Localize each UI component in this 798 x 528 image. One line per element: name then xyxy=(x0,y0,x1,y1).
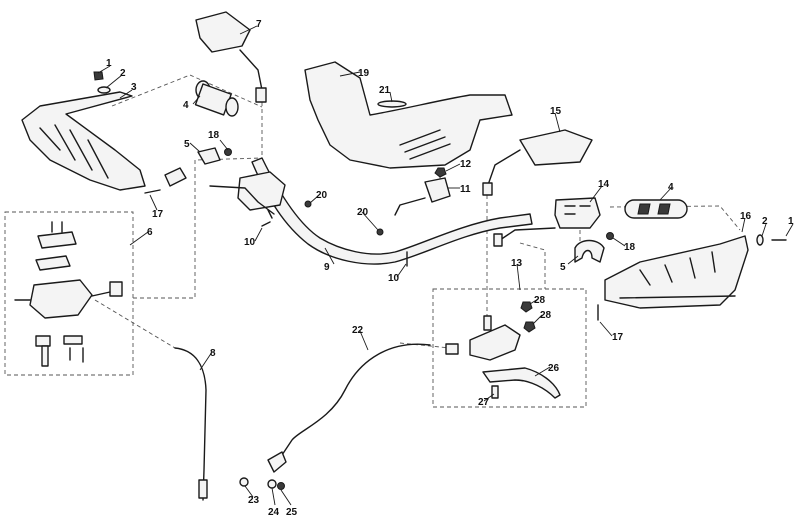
callout-23: 23 xyxy=(248,495,260,506)
callout-12: 12 xyxy=(460,159,472,170)
handlebar-tube xyxy=(251,157,533,265)
nut-18-left xyxy=(224,148,232,156)
right-lever-assembly xyxy=(445,301,561,399)
callout-2-left: 2 xyxy=(120,68,126,79)
screw-10-left xyxy=(261,221,271,227)
clamp-left xyxy=(197,147,221,165)
callout-18-right: 18 xyxy=(624,242,636,253)
washer-2-left xyxy=(97,86,111,94)
mirror-left-base xyxy=(255,87,267,103)
hand-guard-left xyxy=(21,91,146,191)
callout-17-right: 17 xyxy=(612,332,624,343)
grip-right xyxy=(624,199,688,219)
left-switch-housing xyxy=(237,171,286,211)
bracket-left-17 xyxy=(164,167,187,187)
leaders xyxy=(97,25,794,506)
callout-4-left: 4 xyxy=(183,100,189,111)
callout-4-right: 4 xyxy=(668,182,674,193)
screw-17-left xyxy=(144,189,161,194)
master-cylinder-left xyxy=(14,221,123,367)
nut-23 xyxy=(239,477,249,487)
dash-link-box6 xyxy=(133,157,263,299)
grip-left xyxy=(194,80,239,117)
callout-19: 19 xyxy=(358,68,370,79)
cable-8-end xyxy=(198,479,208,499)
mirror-right-stem xyxy=(487,149,521,186)
nut-25 xyxy=(277,482,285,490)
callout-17-left: 17 xyxy=(152,209,164,220)
nut-18-right xyxy=(606,232,614,240)
clip-20-left xyxy=(304,200,312,208)
handlebar-pad xyxy=(304,61,513,169)
callout-8: 8 xyxy=(210,348,216,359)
right-connector xyxy=(499,227,556,241)
handlebar-pad-vents xyxy=(399,129,451,160)
hand-guard-left-ribs xyxy=(39,124,109,179)
callout-20-left: 20 xyxy=(316,190,328,201)
callout-7: 7 xyxy=(256,19,262,30)
nut-12 xyxy=(434,167,447,178)
group-box-13 xyxy=(432,288,587,408)
mirror-right xyxy=(519,129,593,166)
callout-22: 22 xyxy=(352,325,364,336)
center-switch-wire xyxy=(394,197,426,216)
callout-1-right: 1 xyxy=(788,216,794,227)
washer-2-right xyxy=(756,234,764,246)
callout-1-left: 1 xyxy=(106,58,112,69)
dash-link-cable-22 xyxy=(399,342,451,349)
callout-25: 25 xyxy=(286,507,298,518)
right-switch-housing xyxy=(554,197,601,229)
callout-9: 9 xyxy=(324,262,330,273)
callout-3: 3 xyxy=(131,82,137,93)
washer-24 xyxy=(267,479,277,489)
callout-labels: 1 2 3 4 5 6 7 8 9 10 10 11 12 13 14 15 1… xyxy=(106,19,794,518)
mirror-left xyxy=(195,11,251,53)
cable-22 xyxy=(279,343,431,459)
callout-28-bottom: 28 xyxy=(540,310,552,321)
callout-2-right: 2 xyxy=(762,216,768,227)
callout-5-right: 5 xyxy=(560,262,566,273)
callout-5-left: 5 xyxy=(184,139,190,150)
callout-6: 6 xyxy=(147,227,153,238)
callout-27: 27 xyxy=(478,397,490,408)
dash-link-hand-guard-left xyxy=(111,74,263,108)
left-lever-assembly xyxy=(209,185,275,219)
callout-15: 15 xyxy=(550,106,562,117)
cable-8 xyxy=(174,347,207,501)
mirror-right-base xyxy=(482,182,493,196)
clip-20-center xyxy=(376,228,384,236)
center-switch-11 xyxy=(424,177,451,203)
callout-16: 16 xyxy=(740,211,752,222)
hand-guard-right-ribs xyxy=(619,251,736,299)
callout-18-left: 18 xyxy=(208,130,220,141)
group-box-6 xyxy=(4,211,134,376)
callout-28-top: 28 xyxy=(534,295,546,306)
callout-11: 11 xyxy=(460,184,471,195)
dash-link-cable-8 xyxy=(94,299,176,349)
callout-14: 14 xyxy=(598,179,610,190)
callout-10-bottom: 10 xyxy=(388,273,400,284)
mirror-left-stem xyxy=(239,49,263,91)
cable-22-end xyxy=(267,451,287,473)
right-switch-buttons xyxy=(564,205,591,215)
callout-13: 13 xyxy=(511,258,523,269)
right-connector-plug xyxy=(493,233,503,247)
dash-link-box13 xyxy=(519,242,546,289)
callout-24: 24 xyxy=(268,507,280,518)
callout-26: 26 xyxy=(548,363,560,374)
callout-21: 21 xyxy=(379,85,391,96)
callout-10-left: 10 xyxy=(244,237,256,248)
callout-20-center: 20 xyxy=(357,207,369,218)
clamp-right xyxy=(574,239,605,263)
